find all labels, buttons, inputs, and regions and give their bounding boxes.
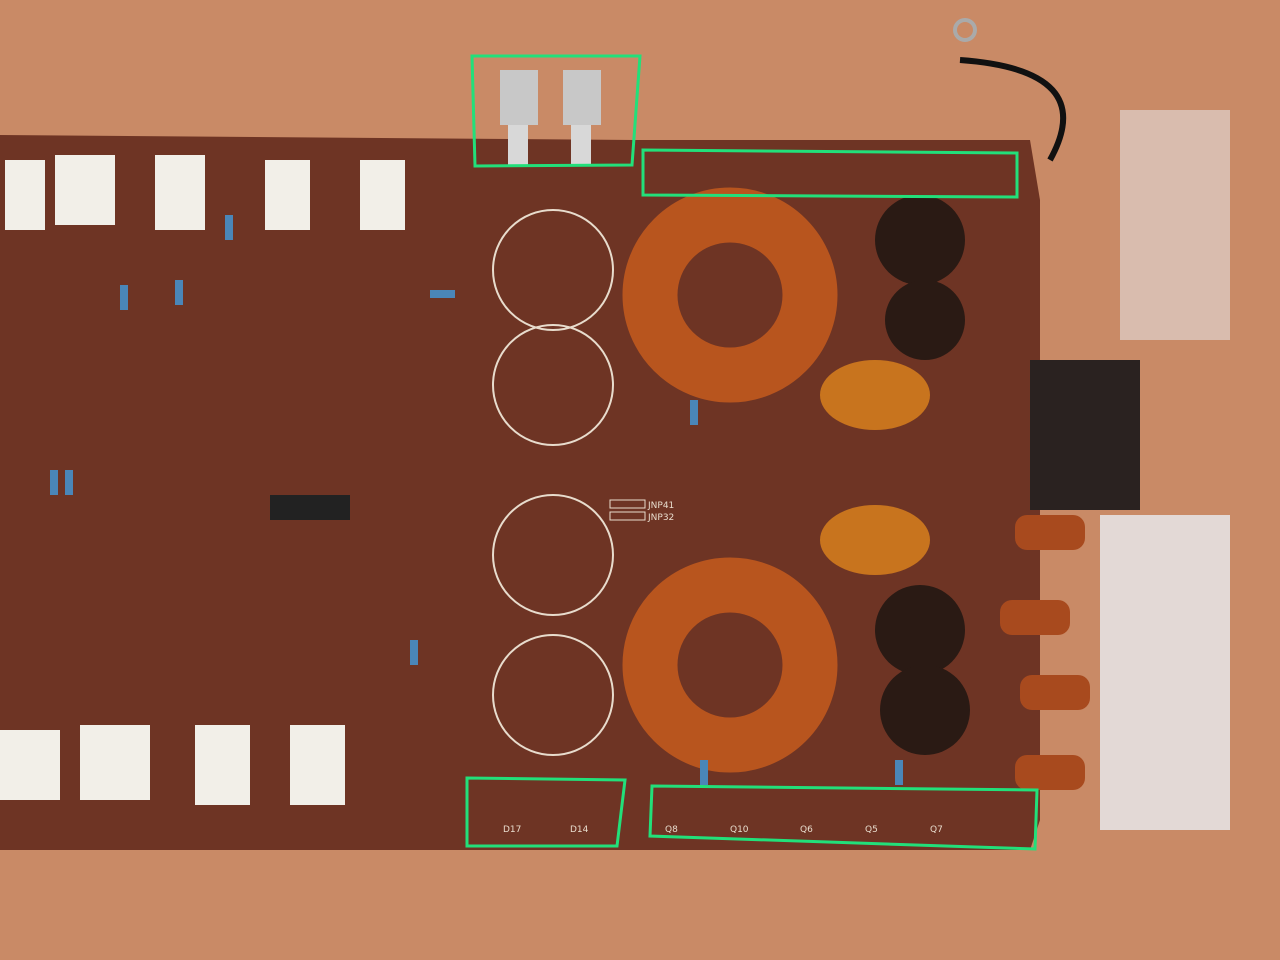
label-d17: D17 xyxy=(503,825,521,835)
label-q8: Q8 xyxy=(665,825,678,835)
label-q7: Q7 xyxy=(930,825,943,835)
ic-chip xyxy=(270,495,350,520)
output-coils xyxy=(1000,515,1090,790)
toroid-inductors xyxy=(622,187,930,773)
highlight-bottom-diodes xyxy=(465,776,627,848)
ground-wire xyxy=(959,57,1067,162)
voltage-regulators xyxy=(500,70,601,165)
capacitor-footprints xyxy=(492,209,614,756)
resistors xyxy=(50,215,903,785)
clear-connector xyxy=(1120,110,1230,340)
label-d14: D14 xyxy=(570,825,589,835)
label-q6: Q6 xyxy=(800,825,813,835)
label-jnp41: JNP41 xyxy=(647,501,674,511)
jumper-footprint xyxy=(609,511,646,521)
label-q10: Q10 xyxy=(730,825,749,835)
highlight-top-regulators xyxy=(470,54,642,168)
ring-terminal xyxy=(953,18,977,42)
label-q5: Q5 xyxy=(865,825,878,835)
jumper-footprint xyxy=(609,499,646,509)
highlight-bottom-transistors xyxy=(648,784,1039,851)
speaker-terminal-block xyxy=(1100,515,1230,830)
electrolytic-capacitors xyxy=(875,195,970,755)
label-jnp32: JNP32 xyxy=(647,513,674,523)
power-transistors xyxy=(0,155,405,805)
highlight-top-transistors xyxy=(641,148,1019,199)
power-terminal-block xyxy=(1030,360,1140,510)
highlight-boxes xyxy=(465,54,1039,851)
